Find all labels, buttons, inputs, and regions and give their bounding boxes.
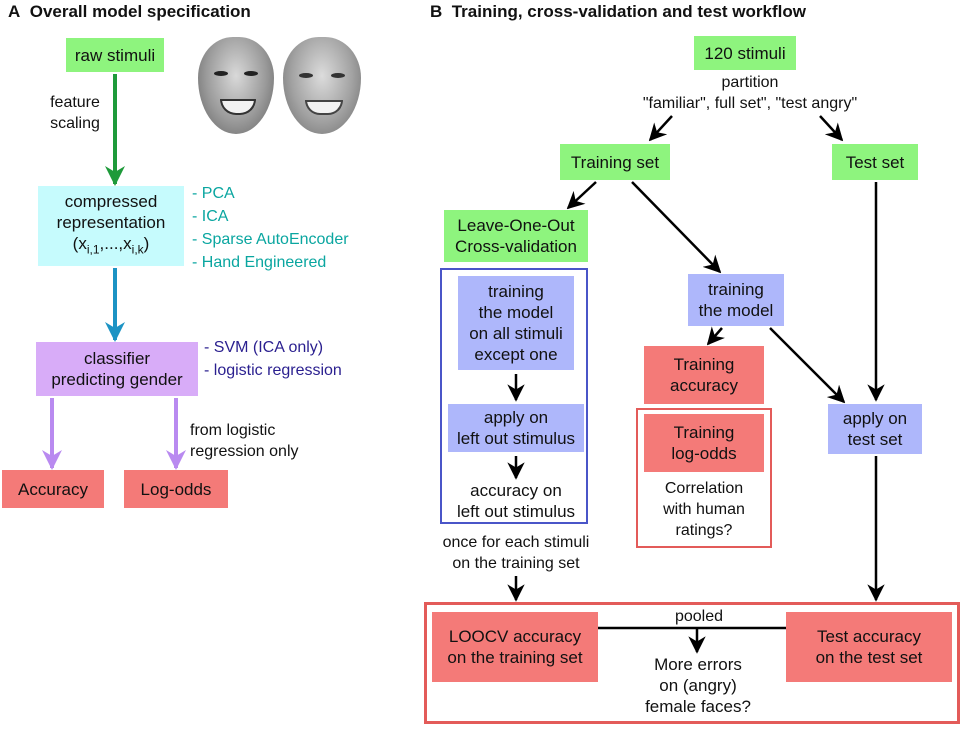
apply-left-line2: left out stimulus (456, 429, 576, 448)
correlation-line2: with human (663, 501, 745, 518)
stimuli-120-box: 120 stimuli (694, 36, 796, 70)
train-except-line3: on all stimuli (469, 324, 563, 343)
training-set-label: Training set (570, 152, 660, 172)
partition-line2: "familiar", full set", "test angry" (642, 95, 858, 112)
more-errors-line2: on (angry) (659, 676, 737, 695)
pooled-label: pooled (664, 606, 734, 627)
panel-a-header: A Overall model specification (8, 2, 251, 22)
once-each-line2: on the training set (452, 555, 580, 572)
from-logistic-line1: from logistic (190, 422, 276, 439)
correlation-label: Correlation with human ratings? (640, 478, 768, 541)
panel-b-letter: B (430, 2, 443, 21)
loocv-acc-line1: LOOCV accuracy (448, 627, 582, 646)
training-model-line2: the model (698, 301, 774, 320)
compressed-formula: (xi,1,...,xi,k) (72, 234, 150, 257)
training-accuracy-box: Training accuracy (644, 346, 764, 404)
train-except-line1: training (488, 282, 544, 301)
loo-line2: Cross-validation (455, 237, 577, 256)
once-each-label: once for each stimuli on the training se… (418, 532, 614, 574)
training-model-box: training the model (688, 274, 784, 326)
pooled-text: pooled (674, 608, 724, 625)
test-acc-line2: on the test set (815, 648, 923, 667)
feature-scaling-line1: feature (50, 94, 100, 111)
stimuli-120-label: 120 stimuli (704, 43, 786, 63)
correlation-line3: ratings? (675, 522, 733, 539)
classifier-svm: - SVM (ICA only) (204, 339, 324, 356)
correlation-line1: Correlation (664, 480, 744, 497)
train-except-line2: the model (478, 303, 554, 322)
panel-b-header: B Training, cross-validation and test wo… (430, 2, 806, 22)
apply-left-line1: apply on (483, 408, 549, 427)
training-accuracy-line2: accuracy (669, 376, 739, 395)
method-pca: - PCA (192, 185, 235, 202)
raw-stimuli-box: raw stimuli (66, 38, 164, 72)
classifier-line1: classifier (83, 349, 151, 368)
panel-a-letter: A (8, 2, 21, 21)
test-set-label: Test set (845, 152, 905, 172)
loo-process-frame (440, 268, 588, 524)
train-except-one-box: training the model on all stimuli except… (458, 276, 574, 370)
accuracy-left-out-label: accuracy on left out stimulus (448, 480, 584, 522)
more-errors-line1: More errors (654, 655, 742, 674)
pooled-frame (424, 602, 960, 724)
test-set-box: Test set (832, 144, 918, 180)
training-model-line1: training (708, 280, 764, 299)
raw-stimuli-label: raw stimuli (74, 45, 156, 65)
partition-line1: partition (721, 74, 779, 91)
loocv-acc-line2: on the training set (447, 648, 583, 667)
compressed-representation-box: compressed representation (xi,1,...,xi,k… (38, 186, 184, 266)
training-accuracy-line1: Training (673, 355, 735, 374)
partition-label: partition "familiar", full set", "test a… (610, 72, 890, 114)
training-logodds-line1: Training (673, 423, 735, 442)
methods-list: - PCA - ICA - Sparse AutoEncoder - Hand … (192, 182, 349, 274)
training-logodds-box: Training log-odds (644, 414, 764, 472)
panel-a-title: Overall model specification (29, 2, 251, 21)
classifier-logistic: - logistic regression (204, 362, 342, 379)
test-accuracy-box: Test accuracy on the test set (786, 612, 952, 682)
classifier-list: - SVM (ICA only) - logistic regression (204, 336, 342, 382)
accuracy-label: Accuracy (18, 479, 88, 499)
compressed-line2: representation (56, 213, 166, 233)
apply-test-box: apply on test set (828, 404, 922, 454)
method-ica: - ICA (192, 208, 229, 225)
log-odds-box: Log-odds (124, 470, 228, 508)
loocv-accuracy-box: LOOCV accuracy on the training set (432, 612, 598, 682)
panel-b-title: Training, cross-validation and test work… (451, 2, 806, 21)
arrow-training-to-loo (566, 181, 597, 210)
acc-left-line1: accuracy on (470, 481, 562, 500)
apply-test-line1: apply on (842, 409, 908, 428)
logodds-frame (636, 408, 772, 548)
more-errors-label: More errors on (angry) female faces? (618, 654, 778, 717)
classifier-box: classifier predicting gender (36, 342, 198, 396)
apply-test-line2: test set (847, 430, 903, 449)
training-set-box: Training set (560, 144, 670, 180)
method-sparse-autoencoder: - Sparse AutoEncoder (192, 231, 349, 248)
feature-scaling-label: feature scaling (42, 92, 108, 134)
compressed-line1: compressed (64, 192, 158, 212)
arrow-stimuli-to-training (648, 115, 673, 142)
test-acc-line1: Test accuracy (817, 627, 921, 646)
method-hand-engineered: - Hand Engineered (192, 254, 327, 271)
acc-left-line2: left out stimulus (456, 502, 576, 521)
train-except-line4: except one (474, 345, 558, 364)
face-image-female (198, 37, 274, 134)
loo-box: Leave-One-Out Cross-validation (444, 210, 588, 262)
log-odds-label: Log-odds (140, 479, 212, 499)
arrow-model-to-apply-test (769, 327, 846, 404)
face-image-male (283, 37, 361, 134)
once-each-line1: once for each stimuli (442, 534, 590, 551)
from-logistic-line2: regression only (190, 443, 299, 460)
arrow-model-to-training-accuracy (706, 326, 725, 346)
feature-scaling-line2: scaling (50, 115, 100, 132)
arrow-stimuli-to-test (819, 115, 844, 142)
arrow-training-to-model (631, 181, 722, 274)
more-errors-line3: female faces? (645, 697, 751, 716)
loo-line1: Leave-One-Out (457, 216, 575, 235)
apply-left-out-box: apply on left out stimulus (448, 404, 584, 452)
from-logistic-label: from logistic regression only (190, 420, 299, 462)
classifier-line2: predicting gender (51, 370, 183, 389)
training-logodds-line2: log-odds (671, 444, 737, 463)
accuracy-box: Accuracy (2, 470, 104, 508)
